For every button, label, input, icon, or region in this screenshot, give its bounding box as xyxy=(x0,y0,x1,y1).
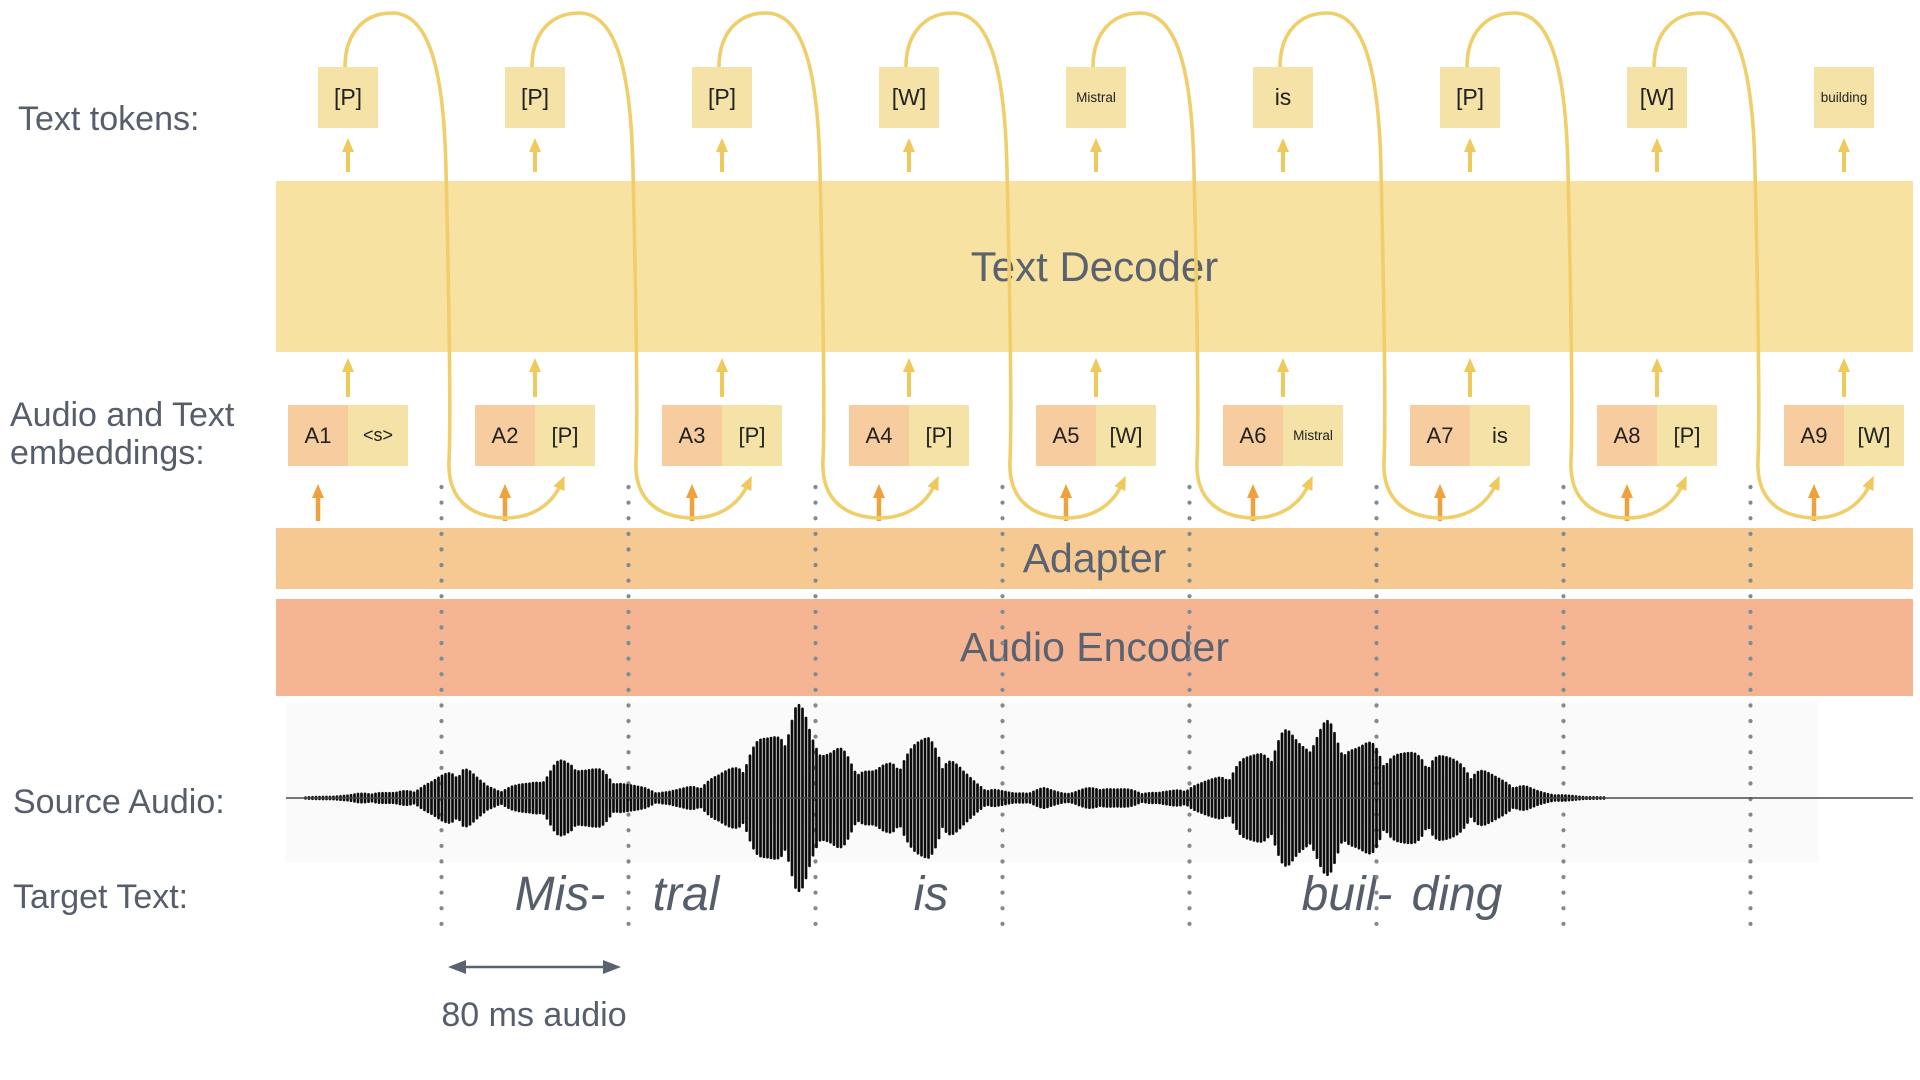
token-text: [W] xyxy=(891,84,927,110)
audio-embedding: A6 xyxy=(1223,405,1283,466)
embedding-pair-2: A2 [P] xyxy=(475,405,595,466)
token-box-1: [P] xyxy=(318,67,378,128)
embedding-pair-3: A3 [P] xyxy=(662,405,782,466)
audio-embedding: A5 xyxy=(1036,405,1096,466)
token-text: Mistral xyxy=(1076,90,1116,105)
text-embedding: is xyxy=(1470,405,1530,466)
target-word-1: Mis- xyxy=(514,868,606,921)
audio-embedding: A2 xyxy=(475,405,535,466)
audio-embedding: A3 xyxy=(662,405,722,466)
audio-embedding: A1 xyxy=(288,405,348,466)
embeddings-label-line1: Audio and Text xyxy=(10,396,235,434)
token-text: building xyxy=(1820,90,1868,105)
token-box-6: is xyxy=(1253,67,1313,128)
token-box-5: Mistral xyxy=(1066,67,1126,128)
audio-encoder-label: Audio Encoder xyxy=(960,624,1229,670)
embedding-pair-7: A7 is xyxy=(1410,405,1530,466)
audio-encoder-band: Audio Encoder xyxy=(276,599,1913,696)
text-embedding: [W] xyxy=(1096,405,1156,466)
token-text: [P] xyxy=(520,84,550,110)
audio-embedding: A7 xyxy=(1410,405,1470,466)
audio-embedding: A8 xyxy=(1597,405,1657,466)
token-text: [P] xyxy=(1455,84,1485,110)
token-box-2: [P] xyxy=(505,67,565,128)
source-audio-label: Source Audio: xyxy=(13,783,225,821)
token-box-3: [P] xyxy=(692,67,752,128)
adapter-band: Adapter xyxy=(276,528,1913,589)
token-text: [W] xyxy=(1639,84,1675,110)
text-embedding: [P] xyxy=(535,405,595,466)
text-embedding: [P] xyxy=(722,405,782,466)
target-word-4: buil- xyxy=(1301,868,1393,921)
text-decoder-label: Text Decoder xyxy=(970,242,1219,290)
adapter-label: Adapter xyxy=(1022,535,1167,581)
text-decoder-band: Text Decoder xyxy=(276,181,1913,352)
token-text: is xyxy=(1274,84,1292,110)
embedding-pair-1: A1 <s> xyxy=(288,405,408,466)
text-embedding: [W] xyxy=(1844,405,1904,466)
text-embedding: <s> xyxy=(348,405,408,466)
text-tokens-label: Text tokens: xyxy=(18,100,200,138)
embedding-pair-8: A8 [P] xyxy=(1597,405,1717,466)
embedding-pair-6: A6 Mistral xyxy=(1223,405,1343,466)
target-word-2: tral xyxy=(652,868,720,921)
target-text-label: Target Text: xyxy=(13,878,189,916)
token-text: [P] xyxy=(333,84,363,110)
text-embedding: Mistral xyxy=(1283,405,1343,466)
token-box-9: building xyxy=(1814,67,1874,128)
embeddings-label-line2: embeddings: xyxy=(10,434,205,472)
token-box-4: [W] xyxy=(879,67,939,128)
scale-label: 80 ms audio xyxy=(441,996,627,1034)
token-text: [P] xyxy=(707,84,737,110)
token-box-8: [W] xyxy=(1627,67,1687,128)
target-word-5: ding xyxy=(1411,868,1503,921)
target-word-3: is xyxy=(913,868,949,921)
text-embedding: [P] xyxy=(909,405,969,466)
token-box-7: [P] xyxy=(1440,67,1500,128)
embedding-pair-9: A9 [W] xyxy=(1784,405,1904,466)
text-embedding: [P] xyxy=(1657,405,1717,466)
embedding-pair-5: A5 [W] xyxy=(1036,405,1156,466)
embedding-pair-4: A4 [P] xyxy=(849,405,969,466)
audio-embedding: A4 xyxy=(849,405,909,466)
audio-embedding: A9 xyxy=(1784,405,1844,466)
